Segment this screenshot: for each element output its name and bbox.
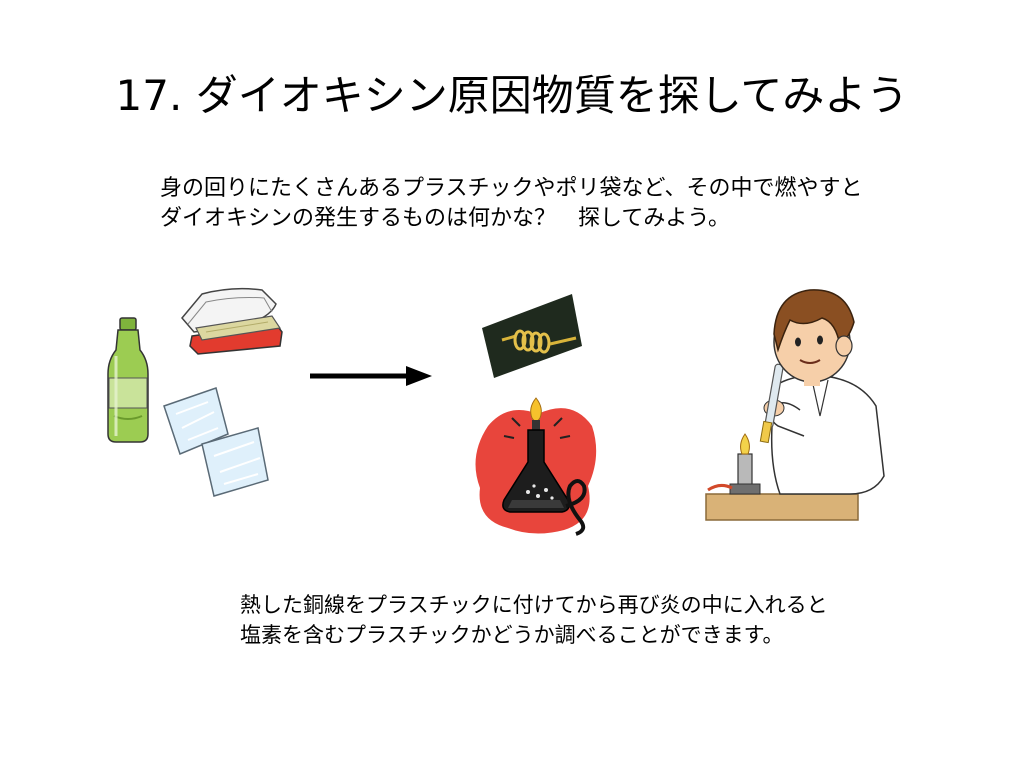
intro-text: 身の回りにたくさんあるプラスチックやポリ袋など、その中で燃やすと ダイオキシンの… (160, 174, 862, 234)
plastic-bag-icon (163, 387, 269, 497)
food-tray-icon (181, 287, 283, 355)
intro-line: ダイオキシンの発生するものは何かな？ 探してみよう。 (160, 206, 731, 231)
plastic-bottle-icon (107, 317, 149, 443)
arrow-right-icon (310, 366, 432, 386)
intro-line: 身の回りにたくさんあるプラスチックやポリ袋など、その中で燃やすと (160, 176, 863, 201)
student-experiment-icon (705, 289, 885, 521)
note-line: 塩素を含むプラスチックかどうか調べることができます。 (240, 623, 784, 647)
note-line: 熱した銅線をプラスチックに付けてから再び炎の中に入れると (240, 593, 828, 617)
note-text: 熱した銅線をプラスチックに付けてから再び炎の中に入れると 塩素を含むプラスチック… (240, 590, 828, 650)
alcohol-lamp-icon (475, 397, 597, 536)
copper-wire-icon (482, 294, 582, 378)
page-title: 17. ダイオキシン原因物質を探してみよう (115, 71, 909, 120)
